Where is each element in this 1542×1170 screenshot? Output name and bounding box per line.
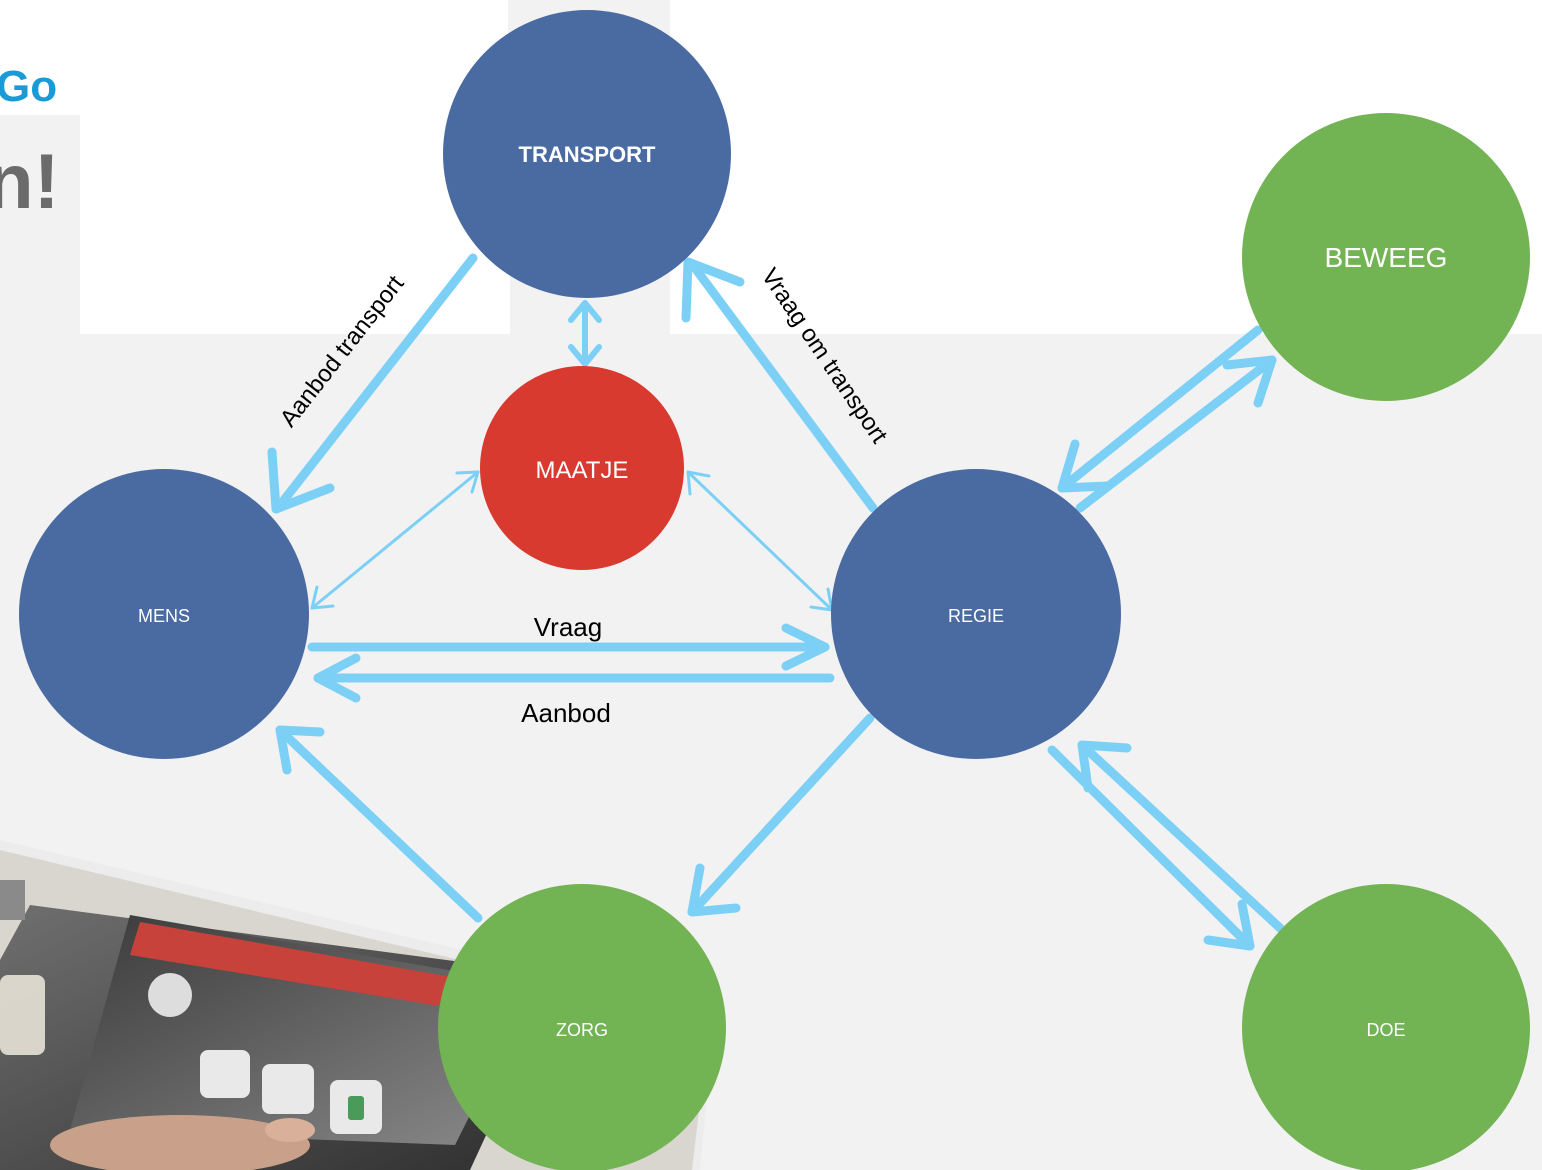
node-transport-label: TRANSPORT bbox=[519, 142, 656, 167]
arrow-maatje-mens bbox=[310, 470, 480, 610]
arrow-regie-to-beweeg bbox=[1075, 355, 1277, 513]
node-regie: REGIE bbox=[831, 469, 1121, 759]
node-transport: TRANSPORT bbox=[443, 10, 731, 298]
node-beweeg-label: BEWEEG bbox=[1325, 242, 1448, 273]
node-zorg: ZORG bbox=[438, 884, 726, 1170]
partial-heading-line1: Go bbox=[0, 62, 57, 111]
arrow-zorg-to-mens bbox=[275, 725, 483, 923]
arrow-doe-to-regie bbox=[1077, 740, 1285, 933]
arrow-transport-to-mens bbox=[267, 253, 478, 514]
arrow-regie-to-transport bbox=[681, 257, 878, 513]
node-zorg-label: ZORG bbox=[556, 1020, 608, 1040]
partial-heading-line2: n! bbox=[0, 137, 60, 225]
arrow-beweeg-to-regie bbox=[1057, 325, 1263, 493]
node-maatje: MAATJE bbox=[480, 366, 684, 570]
arrow-transport-maatje bbox=[568, 300, 602, 367]
arrow-regie-to-doe bbox=[1047, 745, 1255, 951]
arrow-maatje-regie bbox=[686, 470, 834, 612]
node-beweeg: BEWEEG bbox=[1242, 113, 1530, 401]
node-doe-label: DOE bbox=[1366, 1020, 1405, 1040]
node-mens: MENS bbox=[19, 469, 309, 759]
node-doe: DOE bbox=[1242, 884, 1530, 1170]
arrow-regie-to-zorg bbox=[687, 713, 875, 917]
node-regie-label: REGIE bbox=[948, 606, 1004, 626]
arrow-aanbod bbox=[313, 653, 835, 703]
node-mens-label: MENS bbox=[138, 606, 190, 626]
arrow-vraag bbox=[307, 623, 830, 671]
edge-label-aanbod: Aanbod bbox=[521, 698, 611, 728]
node-maatje-label: MAATJE bbox=[536, 457, 629, 484]
edge-label-vraag: Vraag bbox=[534, 612, 602, 642]
arrows bbox=[267, 253, 1285, 951]
